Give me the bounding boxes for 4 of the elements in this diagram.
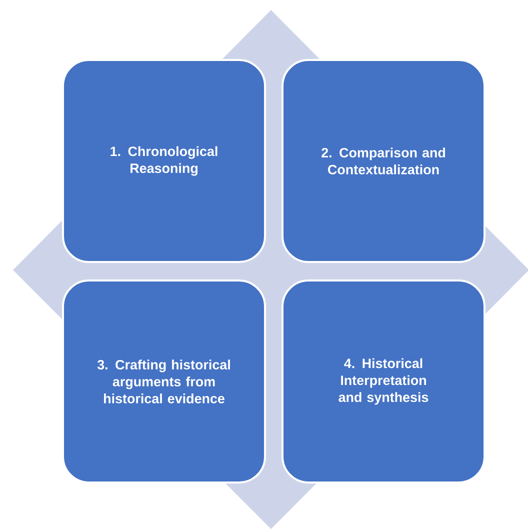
process-box: 1. Chronological Reasoning	[62, 59, 266, 263]
process-box: 2. Comparison and Contextualization	[282, 59, 486, 263]
process-box: 4. Historical Interpretation and synthesis	[282, 280, 486, 484]
process-box: 3. Crafting historical arguments from historical evidence	[62, 280, 266, 484]
